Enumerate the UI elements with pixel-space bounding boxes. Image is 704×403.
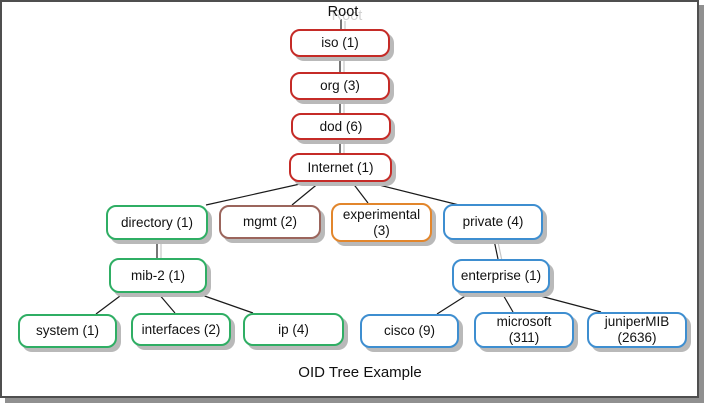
node-label-line: experimental bbox=[342, 206, 421, 222]
node-dod: dod (6) bbox=[291, 113, 391, 140]
node-label-line: dod (6) bbox=[319, 118, 363, 134]
node-system: system (1) bbox=[18, 314, 117, 348]
node-label-line: ip (4) bbox=[278, 321, 309, 337]
node-label-line: private (4) bbox=[462, 214, 524, 229]
node-label-line: mgmt (2) bbox=[243, 214, 297, 229]
node-microsoft: microsoft(311) bbox=[474, 312, 574, 348]
node-label-line: cisco (9) bbox=[383, 323, 435, 338]
node-label-line: enterprise (1) bbox=[460, 268, 542, 283]
node-directory: directory (1) bbox=[106, 205, 208, 240]
node-label-line: iso (1) bbox=[321, 35, 359, 50]
node-ip: ip (4) bbox=[243, 313, 344, 346]
node-label-line: Internet (1) bbox=[307, 159, 374, 175]
node-label-line: mib-2 (1) bbox=[130, 267, 185, 283]
node-junipermib: juniperMIB(2636) bbox=[587, 312, 687, 348]
diagram-caption: OID Tree Example bbox=[298, 364, 422, 381]
node-mgmt: mgmt (2) bbox=[219, 205, 321, 239]
node-label-line: interfaces (2) bbox=[141, 321, 221, 337]
node-private: private (4) bbox=[443, 204, 543, 240]
node-iso: iso (1) bbox=[290, 29, 390, 57]
node-label-line: (2636) bbox=[617, 330, 657, 345]
root-node-label: Root bbox=[327, 4, 359, 20]
node-cisco: cisco (9) bbox=[360, 314, 459, 348]
node-label-line: org (3) bbox=[320, 78, 360, 93]
node-interfaces: interfaces (2) bbox=[131, 313, 231, 346]
node-internet: Internet (1) bbox=[289, 153, 392, 182]
node-label-line: microsoft bbox=[496, 314, 552, 329]
node-enterprise: enterprise (1) bbox=[452, 259, 550, 293]
node-mib2: mib-2 (1) bbox=[109, 258, 207, 293]
node-label-line: (3) bbox=[373, 222, 390, 238]
node-label-line: system (1) bbox=[35, 323, 99, 338]
node-label-line: (311) bbox=[508, 330, 540, 345]
node-label-line: juniperMIB bbox=[604, 314, 670, 329]
node-label-line: directory (1) bbox=[120, 214, 193, 230]
node-org: org (3) bbox=[290, 72, 390, 100]
node-experimental: experimental(3) bbox=[331, 203, 432, 242]
